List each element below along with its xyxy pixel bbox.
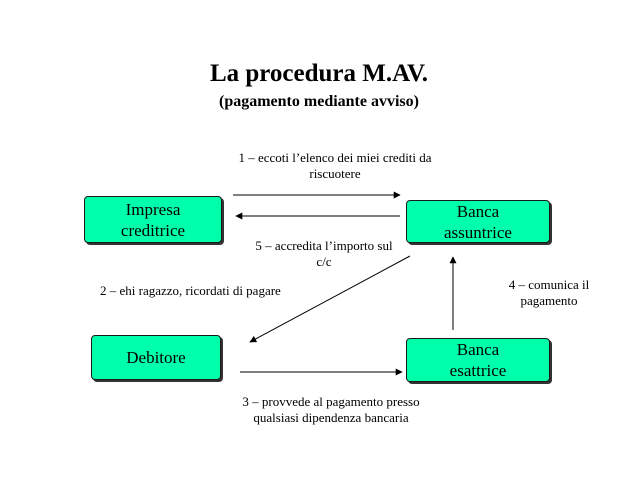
step-5-label: 5 – accredita l’importo sul c/c xyxy=(255,238,393,269)
step-1-label: 1 – eccoti l’elenco dei miei crediti da … xyxy=(238,150,432,181)
node-label: Debitore xyxy=(126,348,186,367)
step-2-label: 2 – ehi ragazzo, ricordati di pagare xyxy=(100,283,281,298)
arrow-2-assuntrice-to-debitore xyxy=(249,255,411,343)
node-impresa-creditrice: Impresa creditrice xyxy=(84,196,222,243)
node-banca-assuntrice: Banca assuntrice xyxy=(406,200,550,243)
node-label: Banca esattrice xyxy=(449,340,507,380)
node-label: Banca assuntrice xyxy=(444,201,512,242)
step-4-label: 4 – comunica il pagamento xyxy=(508,277,590,308)
step-3-label: 3 – provvede al pagamento presso qualsia… xyxy=(242,394,420,425)
node-label: Impresa creditrice xyxy=(120,199,186,240)
node-debitore: Debitore xyxy=(91,335,221,380)
page-subtitle: (pagamento mediante avviso) xyxy=(219,93,419,110)
node-banca-esattrice: Banca esattrice xyxy=(406,338,550,382)
page-title: La procedura M.AV. xyxy=(209,60,429,87)
